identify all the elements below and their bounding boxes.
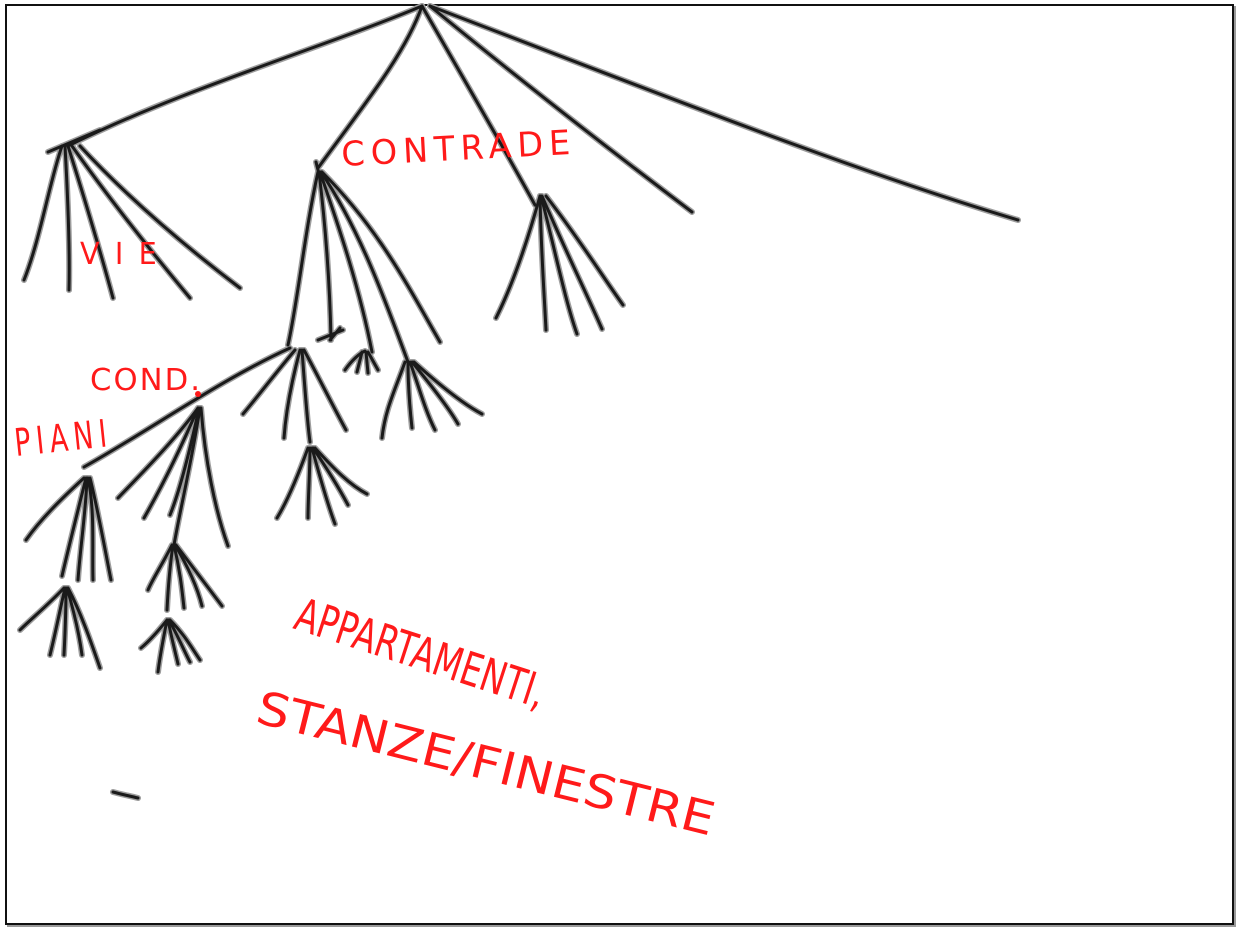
label-vie: VIE — [80, 237, 172, 272]
label-contrade: CONTRADE — [340, 123, 577, 175]
label-piani: PIANI — [12, 411, 114, 465]
label-cond: COND. — [90, 363, 202, 398]
label-stanze-finestre: STANZE/FINESTRE — [251, 680, 720, 846]
